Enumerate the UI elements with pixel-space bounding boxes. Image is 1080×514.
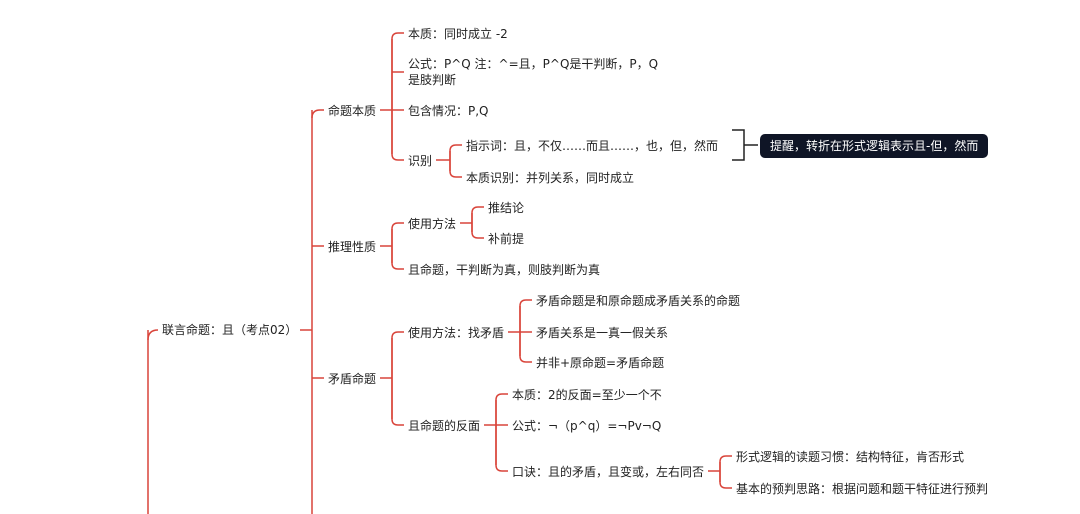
method-item-1: 矛盾命题是和原命题成矛盾关系的命题 [536,294,741,308]
method-item-2: 矛盾关系是一真一假关系 [536,326,669,340]
essence-contains: 包含情况：P,Q [408,104,489,118]
edge-essence [311,109,324,119]
method-bracket-edge-0 [471,206,484,223]
negation-formula: 公式：¬（p^q）=¬Pv¬Q [512,419,662,433]
method-bracket-edge-1 [471,223,484,239]
method-push: 推结论 [488,201,525,215]
reasoning-rule: 且命题，干判断为真，则肢判断为真 [408,263,601,277]
negation-mnemonic: 口诀：且的矛盾，且变或，左右同否 [512,465,705,479]
essence-nature: 本质：同时成立 -2 [408,27,508,41]
contra-method-bracket-edge-0 [519,299,532,332]
reasoning-method: 使用方法 [408,217,457,231]
callout-note: 提醒，转折在形式逻辑表示且-但，然而 [760,134,989,158]
negation-bracket-edge-0 [495,393,508,425]
negation-nature: 本质：2的反面=至少一个不 [512,388,662,402]
callout-bracket [732,129,745,161]
contradiction-negation: 且命题的反面 [408,419,481,433]
branch-contradiction: 矛盾命题 [328,372,377,386]
contra-method-bracket-edge-2 [519,332,532,363]
reasoning-bracket-edge-0 [391,222,404,246]
branch-reasoning: 推理性质 [328,240,377,254]
identify-essence: 本质识别：并列关系，同时成立 [466,171,635,185]
contradiction-bracket-edge-1 [391,378,404,426]
reasoning-bracket-edge-1 [391,246,404,270]
negation-bracket-edge-2 [495,425,508,472]
method-item-3: 并非+原命题=矛盾命题 [536,356,665,370]
method-supplement: 补前提 [488,232,525,246]
essence-bracket-edge-3 [391,110,404,161]
root-node: 联言命题：且（考点02） [162,323,298,337]
identify-bracket-edge-0 [449,144,462,160]
essence-formula: 公式：P^Q 注：^=且，P^Q是干判断，P，Q是肢判断 [408,57,659,87]
root-trunk-curve [147,329,159,341]
contradiction-bracket-edge-0 [391,331,404,378]
mnemonic-habit: 形式逻辑的读题习惯：结构特征，肯否形式 [736,450,965,464]
mnemonic-bracket-edge-1 [719,471,732,489]
contradiction-method: 使用方法：找矛盾 [408,326,505,340]
identify-bracket-edge-1 [449,160,462,178]
mnemonic-prejudge: 基本的预判思路：根据问题和题干特征进行预判 [736,482,989,496]
essence-identify: 识别 [408,154,433,168]
branch-essence: 命题本质 [328,104,377,118]
mnemonic-bracket-edge-0 [719,455,732,471]
identify-indicator: 指示词：且，不仅……而且……，也，但，然而 [466,139,719,153]
essence-bracket-edge-0 [391,32,404,110]
